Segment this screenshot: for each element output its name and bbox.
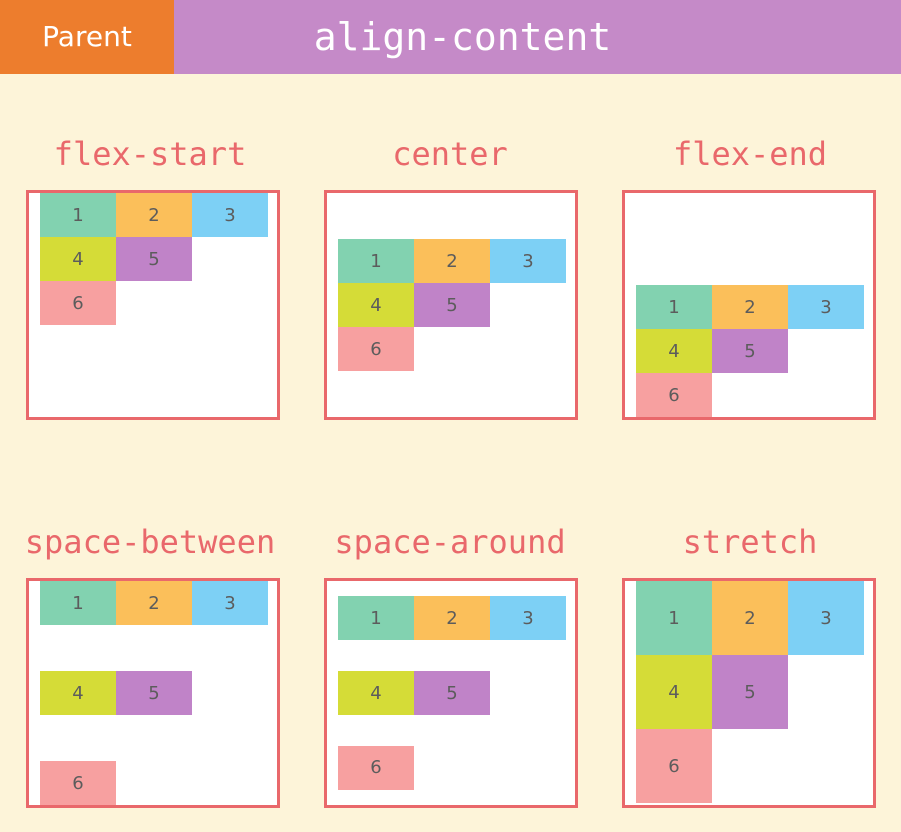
example-label: flex-end [672, 135, 828, 173]
flex-item-1: 1 [636, 285, 712, 329]
flex-item-4: 4 [40, 237, 116, 281]
flex-item-4: 4 [40, 671, 116, 715]
flex-item-2: 2 [712, 285, 788, 329]
parent-badge: Parent [0, 0, 174, 74]
flex-item-5: 5 [414, 283, 490, 327]
flex-item-2: 2 [116, 581, 192, 625]
flex-item-3: 3 [490, 596, 566, 641]
flex-item-6: 6 [636, 373, 712, 417]
flex-item-6: 6 [338, 327, 414, 371]
example-label: space-between [24, 523, 276, 561]
flex-item-3: 3 [192, 581, 268, 625]
flex-item-1: 1 [338, 239, 414, 283]
flex-item-5: 5 [712, 329, 788, 373]
flex-item-5: 5 [116, 237, 192, 281]
flex-item-2: 2 [414, 239, 490, 283]
flex-item-2: 2 [712, 581, 788, 655]
example-label: stretch [682, 523, 818, 561]
flex-item-6: 6 [40, 761, 116, 805]
flex-item-6: 6 [338, 745, 414, 790]
example-label: center [392, 135, 508, 173]
header-bar: Parent align-content [0, 0, 901, 74]
flex-item-6: 6 [636, 729, 712, 803]
flex-item-1: 1 [636, 581, 712, 655]
flex-item-4: 4 [636, 329, 712, 373]
flex-item-5: 5 [116, 671, 192, 715]
flex-item-4: 4 [338, 671, 414, 715]
flex-item-1: 1 [40, 581, 116, 625]
flex-item-6: 6 [40, 281, 116, 325]
page-title: align-content [313, 15, 612, 59]
flex-item-4: 4 [338, 283, 414, 327]
flex-item-5: 5 [414, 671, 490, 715]
flex-item-2: 2 [414, 596, 490, 641]
flex-item-3: 3 [788, 581, 864, 655]
example-label: space-around [334, 523, 566, 561]
flex-item-3: 3 [192, 193, 268, 237]
flex-item-2: 2 [116, 193, 192, 237]
flex-item-4: 4 [636, 655, 712, 729]
flex-item-3: 3 [490, 239, 566, 283]
flex-item-3: 3 [788, 285, 864, 329]
flex-item-5: 5 [712, 655, 788, 729]
flex-item-1: 1 [338, 596, 414, 641]
example-label: flex-start [53, 135, 247, 173]
flex-item-1: 1 [40, 193, 116, 237]
